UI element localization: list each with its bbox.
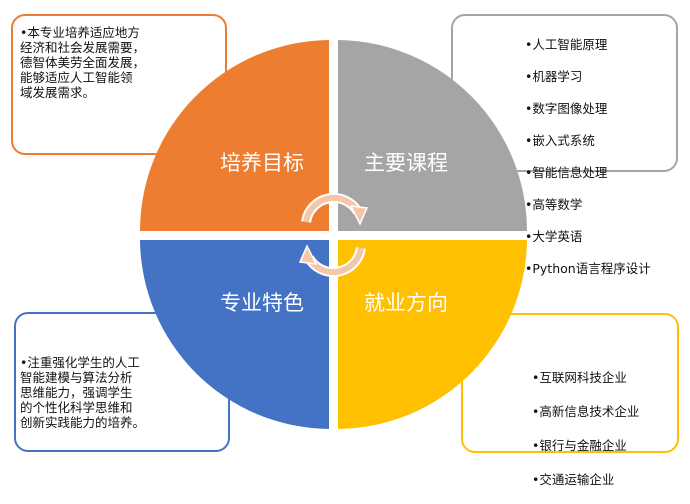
career-item: •银行与金融企业 [532, 438, 627, 453]
career-list: •互联网科技企业 •高新信息技术企业 •银行与金融企业 •交通运输企业 [532, 353, 672, 504]
career-item: •高新信息技术企业 [532, 404, 640, 419]
course-list: •人工智能原理 •机器学习 •数字图像处理 •嵌入式系统 •智能信息处理 •高等… [525, 21, 675, 292]
quadrant-diagram: 培养目标 主要课程 专业特色 就业方向 [140, 40, 527, 429]
quadrant-label-feature: 专业特色 [220, 291, 304, 315]
quadrant-top-left [140, 40, 329, 231]
course-item: •大学英语 [525, 229, 583, 244]
quadrant-bottom-left [140, 240, 329, 429]
cycle-arrows-icon [298, 192, 369, 278]
quadrant-label-goal: 培养目标 [220, 151, 304, 175]
course-item: •机器学习 [525, 69, 583, 84]
course-item: •智能信息处理 [525, 165, 608, 180]
goal-text-box [11, 14, 227, 155]
goal-description: •本专业培养适应地方 经济和社会发展需要， 德智体美劳全面发展， 能够适应人工智… [20, 25, 146, 100]
career-item: •交通运输企业 [532, 472, 615, 487]
feature-description: •注重强化学生的人工 智能建模与算法分析 思维能力，强调学生 的个性化科学思维和… [20, 355, 146, 430]
course-item: •数字图像处理 [525, 101, 608, 116]
course-item: •Python语言程序设计 [525, 261, 651, 276]
quadrant-bottom-right [338, 240, 527, 429]
quadrant-label-courses: 主要课程 [364, 151, 448, 175]
quadrant-top-right [338, 40, 527, 231]
course-item: •高等数学 [525, 197, 583, 212]
career-item: •互联网科技企业 [532, 370, 627, 385]
quadrant-label-career: 就业方向 [364, 291, 448, 315]
course-item: •嵌入式系统 [525, 133, 595, 148]
course-item: •人工智能原理 [525, 37, 608, 52]
